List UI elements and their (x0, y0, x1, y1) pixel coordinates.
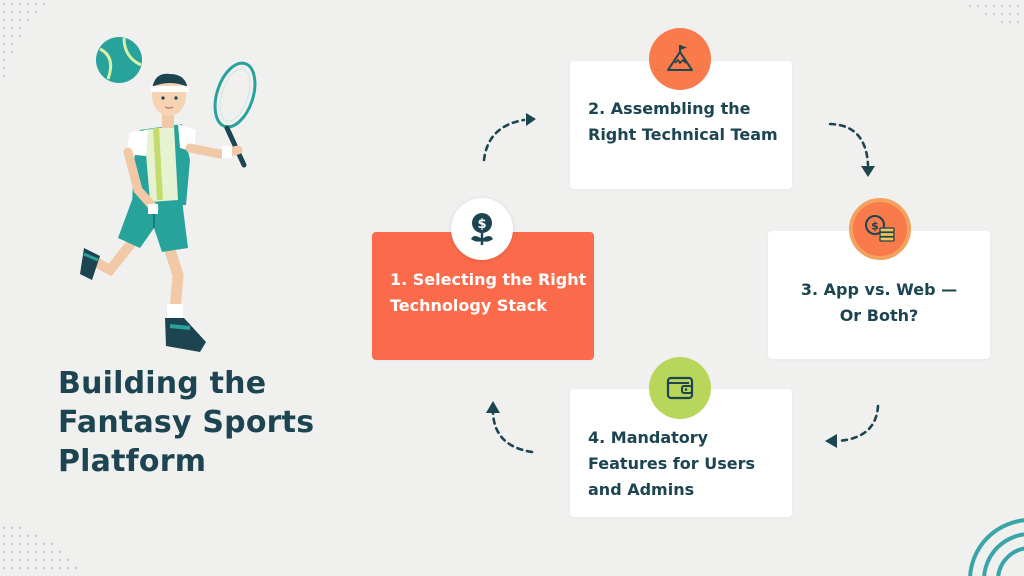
dot-pattern-bottom-left (2, 526, 78, 570)
page-title: Building the Fantasy Sports Platform (58, 364, 358, 481)
teal-arcs-decoration (968, 518, 1024, 576)
step-card-text: Right Technical Team (588, 125, 778, 144)
dot-pattern-top-right (968, 4, 1020, 24)
step-card-text: 3. App vs. Web — (800, 280, 958, 299)
title-line: Platform (58, 444, 207, 479)
step-card-text: and Admins (588, 480, 695, 499)
step-badge-4 (649, 357, 711, 419)
step-card-text: 4. Mandatory (588, 428, 709, 447)
step-card-text: Features for Users (588, 454, 755, 473)
dot-pattern-top-left (2, 2, 46, 78)
dollar-plant-icon: $ (471, 213, 493, 245)
step-badge-3: $ (849, 198, 911, 260)
dollar-coins-icon: $ (865, 215, 895, 242)
step-card-text: Technology Stack (390, 296, 547, 315)
step-card-2: 2. Assembling the Right Technical Team (570, 61, 792, 189)
step-card-text: Or Both? (839, 306, 919, 325)
svg-text:$: $ (477, 217, 486, 232)
connector-arrow-4-to-1 (486, 401, 534, 454)
mountain-flag-icon (667, 45, 693, 71)
step-card-4: 4. Mandatory Features for Users and Admi… (570, 389, 792, 517)
svg-text:$: $ (871, 220, 879, 233)
tennis-ball-icon (96, 37, 142, 83)
connector-arrow-1-to-2 (482, 113, 536, 162)
tennis-player-illustration (80, 61, 257, 352)
step-badge-2 (649, 28, 711, 90)
step-badge-1: $ (451, 198, 513, 260)
step-card-text: 1. Selecting the Right (390, 270, 587, 289)
connector-arrow-2-to-3 (828, 122, 875, 177)
step-card-text: 2. Assembling the (588, 99, 751, 118)
wallet-icon (666, 376, 694, 400)
title-line: Fantasy Sports (58, 405, 315, 440)
connector-arrow-3-to-4 (825, 404, 880, 448)
title-line: Building the (58, 366, 267, 401)
